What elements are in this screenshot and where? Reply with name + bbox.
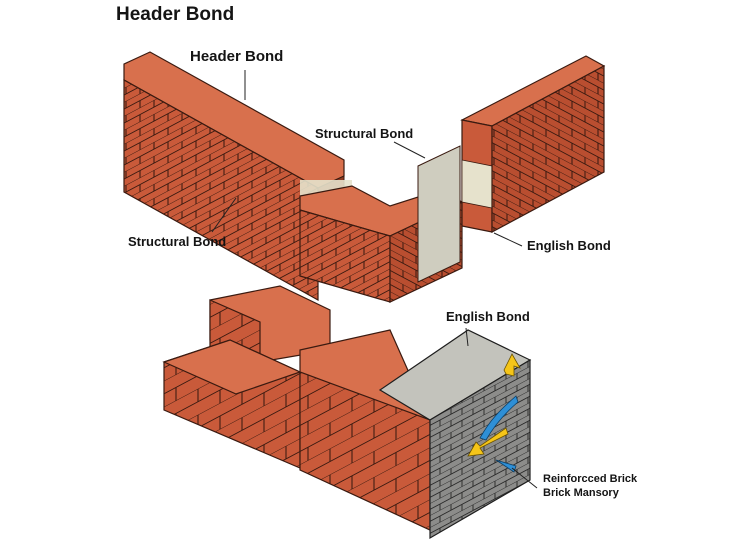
label-structural-bond-top: Structural Bond [315, 126, 414, 141]
blue-arrow-small-icon [495, 459, 517, 473]
label-reinforced-brick: Reinforcced Brick Brick Mansory [543, 472, 637, 500]
label-english-bond-right: English Bond [527, 238, 611, 253]
english-bond-wall [460, 55, 606, 234]
label-header-bond: Header Bond [190, 48, 284, 65]
label-reinforced-line1: Reinforcced Brick [543, 473, 638, 485]
yellow-arrow-icon [467, 427, 509, 457]
page-title: Header Bond [116, 4, 235, 25]
blue-arrow-icon [479, 395, 519, 441]
header-bond-wall [123, 51, 352, 302]
label-structural-bond-left: Structural Bond [128, 234, 227, 249]
concrete-infill [417, 145, 461, 283]
label-reinforced-line2: Brick Mansory [543, 487, 619, 499]
leader-lines [211, 70, 538, 489]
yellow-arrow-up-icon [503, 353, 521, 377]
reinforced-masonry-block [378, 329, 532, 540]
label-english-bond-bottom: English Bond [446, 309, 530, 324]
brick-block-assembly [162, 285, 432, 531]
